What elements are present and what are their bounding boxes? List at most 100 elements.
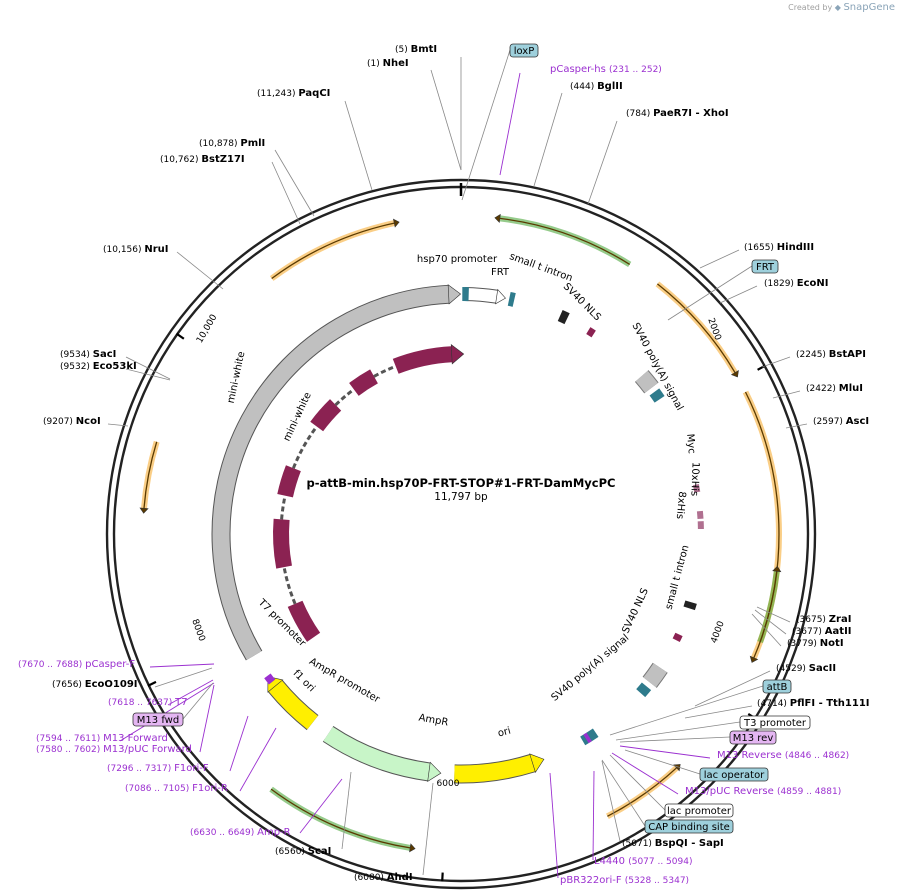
enzyme-label-nhei[interactable]: (1) NheI: [367, 58, 409, 69]
enzyme-leader-line: [274, 149, 315, 217]
enzyme-position: (2597): [813, 417, 846, 427]
enzyme-position: (2245): [796, 350, 829, 360]
enzyme-label-hindiii[interactable]: (1655) HindIII: [744, 242, 814, 253]
primer-name: L4440: [594, 856, 628, 867]
enzyme-name: BglII: [597, 81, 623, 92]
primer-leader-line: [592, 770, 595, 861]
feature-box-label: attB: [767, 682, 788, 693]
mini-white-exon: [273, 518, 292, 569]
enzyme-label-bstapi[interactable]: (2245) BstAPI: [796, 349, 866, 360]
primer-label-f1ori-f[interactable]: (7296 .. 7317) F1ori-F: [107, 763, 209, 774]
primer-leader-line: [549, 772, 559, 879]
feature-label-frt: FRT: [491, 267, 510, 278]
primer-range: (4859 .. 4881): [777, 787, 841, 797]
orf-intron2-green: [759, 571, 778, 643]
scale-tick-label: 6000: [437, 779, 460, 789]
feature-leader-line: [609, 685, 764, 736]
feature-leader-line: [182, 682, 214, 720]
enzyme-label-ecoo109i[interactable]: (7656) EcoO109I: [52, 679, 138, 690]
scale-tick: [175, 332, 185, 340]
mini-white-arrowhead: [447, 284, 462, 305]
feature-leader-line: [667, 265, 753, 321]
orf-amp-green: [270, 788, 411, 849]
enzyme-label-pmli[interactable]: (10,878) PmlI: [199, 138, 265, 149]
feature-label-sv40-nls: SV40 NLS: [621, 587, 651, 636]
primer-label-f1ori-r[interactable]: (7086 .. 7105) F1ori-R: [125, 783, 228, 794]
enzyme-label-zrai[interactable]: (3675) ZraI: [796, 614, 851, 625]
primer-label-t7[interactable]: (7618 .. 7637) T7: [108, 697, 188, 708]
enzyme-name: EcoNI: [797, 278, 829, 289]
enzyme-label-scai[interactable]: (6560) ScaI: [275, 846, 331, 857]
enzyme-label-mlui[interactable]: (2422) MluI: [806, 383, 863, 394]
enzyme-leader-line: [533, 92, 563, 187]
primer-leader-line: [611, 752, 679, 795]
mini-white-exon: [277, 465, 301, 498]
enzyme-position: (784): [626, 109, 653, 119]
enzyme-label-nrui[interactable]: (10,156) NruI: [103, 244, 169, 255]
primer-label-pcasper-f[interactable]: (7670 .. 7688) pCasper-F: [18, 659, 135, 670]
enzyme-name: PmlI: [240, 138, 265, 149]
enzyme-label-ahdi[interactable]: (6080) AhdI: [354, 872, 413, 883]
enzyme-label-bglii[interactable]: (444) BglII: [570, 81, 623, 92]
primer-name: M13 Reverse: [717, 750, 785, 761]
enzyme-label-econi[interactable]: (1829) EcoNI: [764, 278, 829, 289]
primer-leader-line: [229, 715, 249, 772]
enzyme-name: ScaI: [308, 846, 332, 857]
enzyme-position: (4529): [776, 664, 809, 674]
orf-white-orange-left-halo: [141, 440, 160, 509]
enzyme-label-noti[interactable]: (3779) NotI: [787, 638, 844, 649]
snapgene-logo-icon: ◆: [834, 3, 841, 12]
feature-leader-line: [461, 49, 511, 201]
enzyme-name: BstAPI: [829, 349, 866, 360]
enzyme-label-eco53ki[interactable]: (9532) Eco53kI: [60, 361, 137, 372]
orf-hsp-orange: [656, 283, 736, 373]
enzyme-label-ncoi[interactable]: (9207) NcoI: [43, 416, 101, 427]
feature-label-ampr-promoter: AmpR promoter: [307, 656, 382, 706]
primer-label-m13-reverse[interactable]: M13 Reverse (4846 .. 4862): [717, 750, 849, 761]
enzyme-label-pflfi-tth111i[interactable]: (4714) PflFI - Tth111I: [757, 698, 870, 709]
ampr-arrowhead: [427, 761, 442, 782]
enzyme-label-asci[interactable]: (2597) AscI: [813, 416, 869, 427]
scale-tick-label: 4000: [710, 620, 727, 645]
feature-box-m13-rev[interactable]: [729, 730, 777, 745]
primer-label-pcasper-hs[interactable]: pCasper-hs (231 .. 252): [550, 64, 662, 75]
enzyme-label-saci[interactable]: (9534) SacI: [60, 349, 116, 360]
enzyme-name: AscI: [846, 416, 869, 427]
enzyme-position: (2422): [806, 384, 839, 394]
primer-label-m13-puc-reverse[interactable]: M13/pUC Reverse (4859 .. 4881): [685, 786, 841, 797]
feature-box-attb[interactable]: [762, 679, 792, 694]
primer-label-pbr322ori-f[interactable]: pBR322ori-F (5328 .. 5347): [560, 875, 689, 886]
primer-label-m13-forward[interactable]: (7594 .. 7611) M13 Forward: [36, 733, 168, 744]
feature-box-lac-operator[interactable]: [699, 767, 769, 782]
feature-box-cap-binding-site[interactable]: [644, 819, 734, 834]
feature-box-t3-promoter[interactable]: [739, 715, 811, 730]
feature-box-m13-fwd[interactable]: [132, 712, 184, 727]
orf-white-orange-top: [271, 222, 395, 280]
enzyme-label-bmti[interactable]: (5) BmtI: [395, 44, 437, 55]
primer-name: F1ori-F: [174, 763, 209, 774]
primer-label-amp-r[interactable]: (6630 .. 6649) Amp-R: [190, 827, 291, 838]
feature-box-loxp[interactable]: [509, 43, 539, 58]
enzyme-name: AhdI: [387, 872, 413, 883]
enzyme-name: NotI: [820, 638, 844, 649]
primer-name: F1ori-R: [192, 783, 228, 794]
enzyme-label-aatii[interactable]: (3677) AatII: [792, 626, 852, 637]
feature-box-frt[interactable]: [751, 259, 779, 274]
feature-box-label: lac operator: [704, 770, 765, 781]
orf-dam-orange-arrowhead: [749, 655, 759, 663]
small-t-intron-box-2: [683, 600, 697, 611]
enzyme-leader-line: [694, 670, 771, 707]
primer-name: Amp-R: [257, 827, 291, 838]
enzyme-label-bstz17i[interactable]: (10,762) BstZ17I: [160, 154, 245, 165]
enzyme-label-paer7i-xhoi[interactable]: (784) PaeR7I - XhoI: [626, 108, 729, 119]
feature-box-lac-promoter[interactable]: [664, 803, 734, 818]
mini-white-exon-arrowhead: [450, 344, 465, 365]
enzyme-label-sacii[interactable]: (4529) SacII: [776, 663, 836, 674]
enzyme-label-paqci[interactable]: (11,243) PaqCI: [257, 88, 330, 99]
scale-tick-label: 8000: [189, 618, 206, 643]
enzyme-label-bspqi-sapi[interactable]: (5071) BspQI - SapI: [622, 838, 724, 849]
enzyme-position: (5): [395, 45, 411, 55]
primer-label-l4440[interactable]: L4440 (5077 .. 5094): [594, 856, 692, 867]
mini-white-arrow-outline: [211, 284, 450, 661]
primer-label-m13-puc-forward[interactable]: (7580 .. 7602) M13/pUC Forward: [36, 744, 192, 755]
